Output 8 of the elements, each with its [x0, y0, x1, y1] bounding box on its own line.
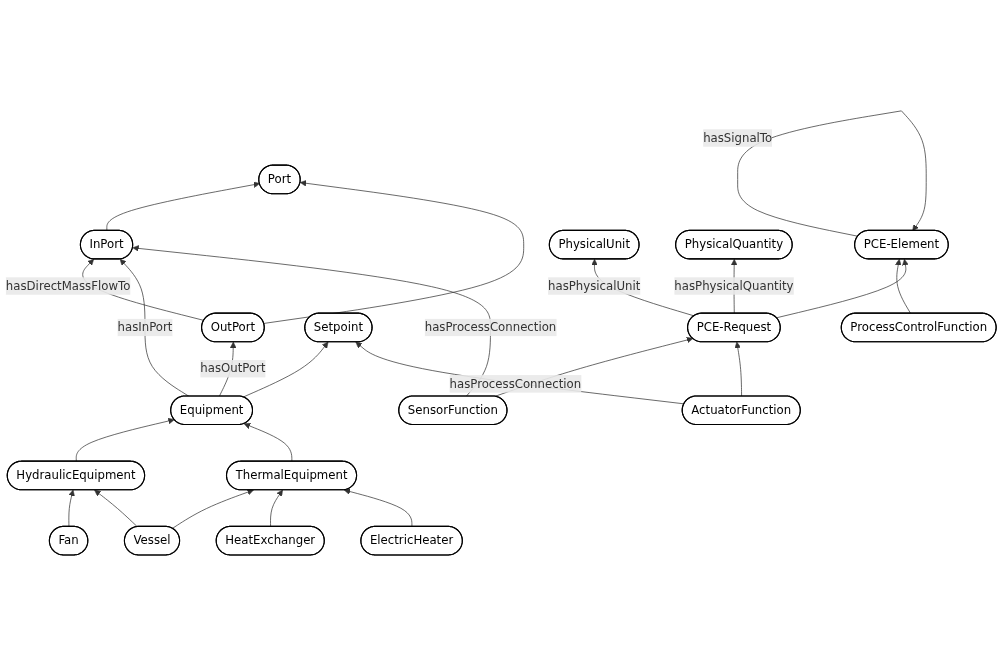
edge-label: hasInPort [117, 320, 173, 335]
edge-label: hasOutPort [200, 361, 266, 376]
edge-label: hasPhysicalUnit [548, 278, 641, 293]
edge-label: hasDirectMassFlowTo [5, 278, 131, 293]
edge-label: hasProcessConnection [449, 376, 582, 391]
edge-label: hasSignalTo [703, 130, 773, 145]
edge-label: hasProcessConnection [424, 320, 557, 335]
edge-label: hasPhysicalQuantity [674, 278, 794, 293]
